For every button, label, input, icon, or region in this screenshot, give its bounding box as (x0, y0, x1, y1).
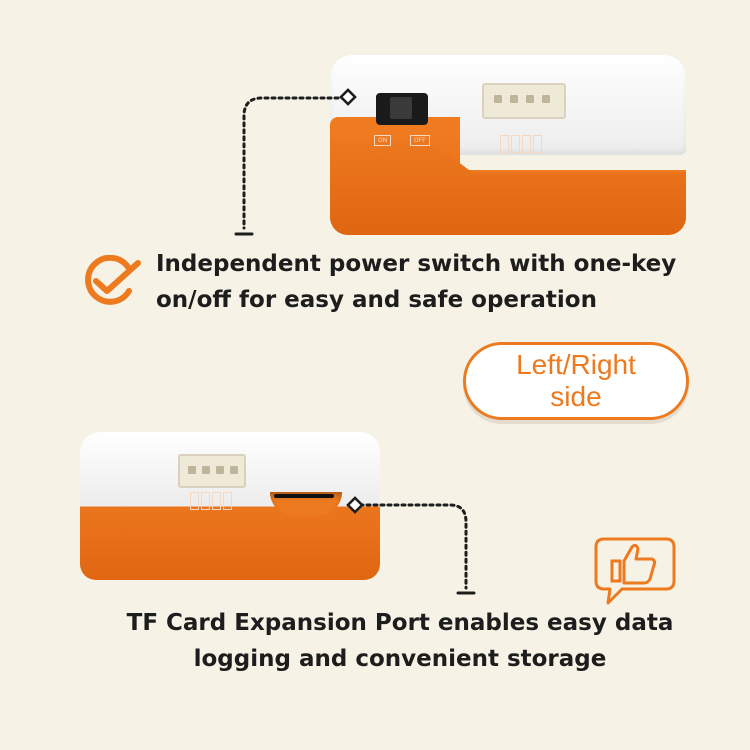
feature-caption-power-switch: Independent power switch with one-key on… (156, 251, 677, 313)
feature-caption-tf-card: TF Card Expansion Port enables easy data… (126, 610, 674, 672)
connector-pin-labels (500, 135, 542, 153)
connector-port (178, 454, 246, 488)
callout-line-power-switch (242, 96, 347, 230)
tf-card-slot-opening (274, 494, 334, 498)
connector-pin-labels (190, 492, 232, 510)
callout-line-tf-card (358, 503, 468, 590)
callout-marker-diamond (346, 496, 364, 514)
device-orange-shell (80, 506, 380, 580)
side-badge-line1: Left/Right (516, 349, 636, 380)
connector-port (482, 83, 566, 119)
thumbs-up-bubble-icon (594, 537, 676, 605)
side-badge-line2: side (550, 381, 602, 412)
check-badge-icon (85, 255, 141, 305)
switch-on-label: ON (374, 135, 392, 146)
power-switch-knob (390, 97, 412, 119)
device-image-power-switch-side: ON OFF (330, 55, 686, 235)
device-image-tf-card-side (80, 432, 380, 580)
callout-marker-diamond (339, 88, 357, 106)
side-view-badge: Left/Right side (463, 342, 689, 420)
switch-off-label: OFF (410, 135, 430, 146)
